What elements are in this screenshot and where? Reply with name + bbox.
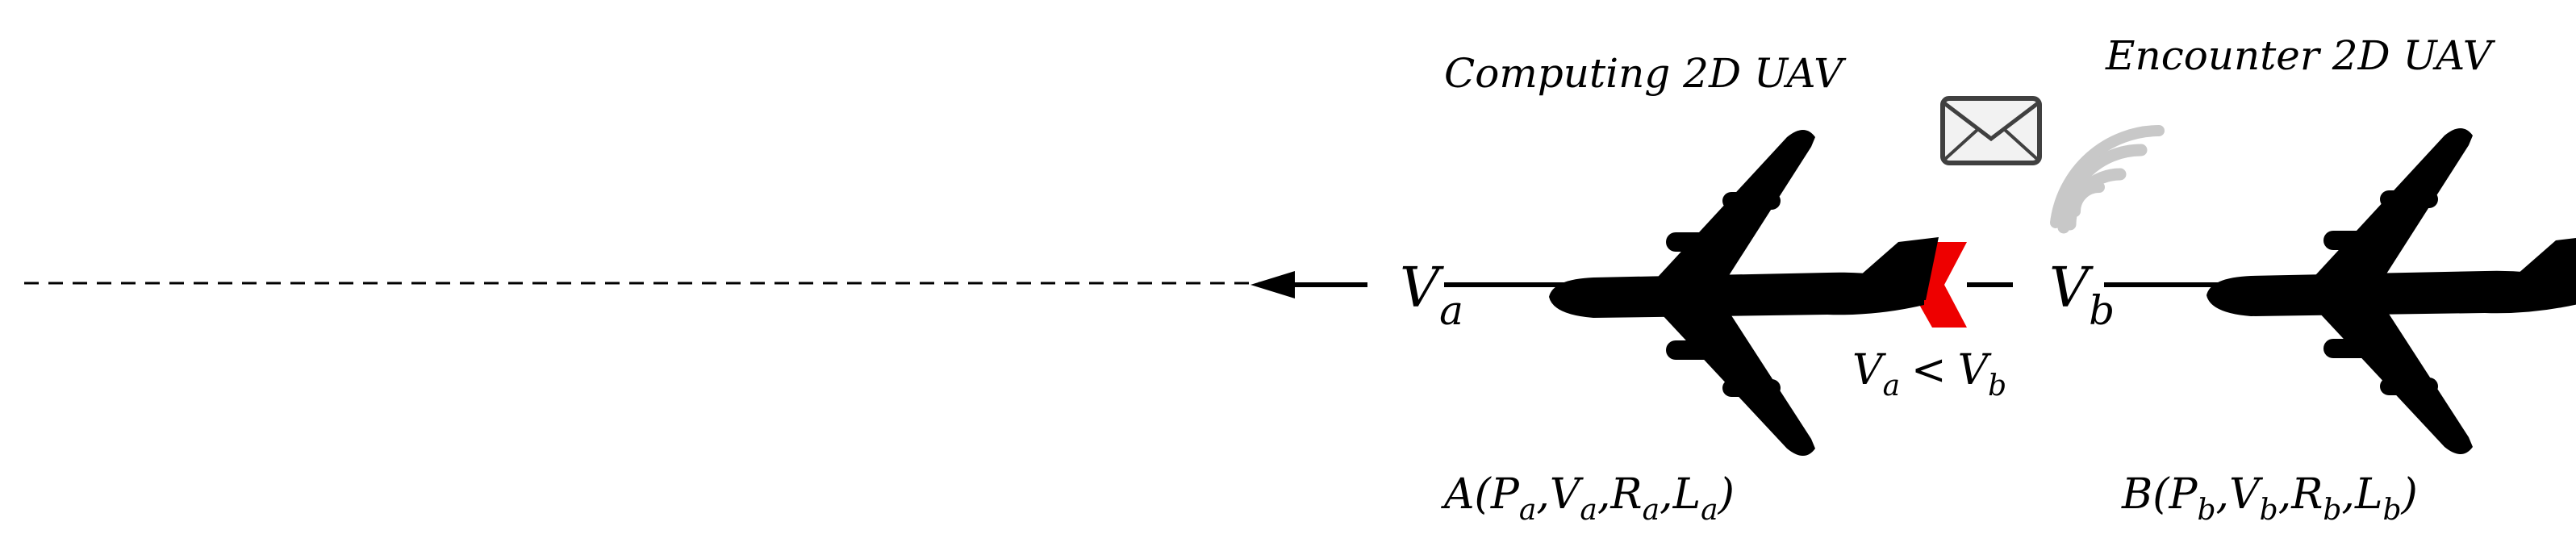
velocity-arrow-a-head [1250, 271, 1295, 298]
velocity-label-b: Vb [2049, 257, 2115, 334]
airplane-icon [2207, 128, 2576, 454]
envelope-icon [1940, 96, 2042, 165]
uav-b-title: Encounter 2D UAV [2105, 32, 2496, 79]
uav-a-title: Computing 2D UAV [1444, 50, 1847, 97]
state-label-a: A(Pa,Va,Ra,La) [1441, 470, 1735, 527]
wifi-signal-icon [2050, 125, 2165, 234]
airplane-icon [1549, 130, 1939, 456]
velocity-label-a: Va [1400, 257, 1463, 334]
velocity-relation: Va<Vb [1852, 346, 2006, 403]
state-label-b: B(Pb,Vb,Rb,Lb) [2121, 470, 2418, 527]
